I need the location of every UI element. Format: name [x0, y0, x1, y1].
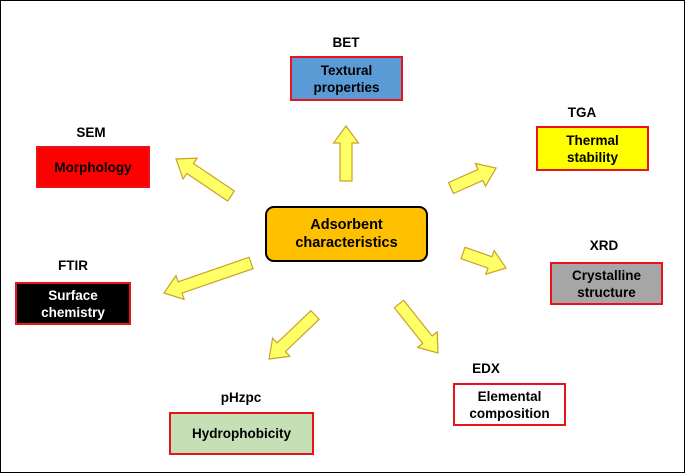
technique-label-bet: BET	[332, 35, 360, 50]
technique-label-tga: TGA	[567, 105, 597, 120]
property-phzpc-line1: Hydrophobicity	[191, 426, 291, 441]
property-box-phzpc: Hydrophobicity	[169, 412, 314, 455]
property-box-sem: Morphology	[36, 146, 150, 188]
property-bet-line2: properties	[313, 79, 380, 95]
property-edx-line2: composition	[469, 405, 550, 421]
property-sem-line1: Morphology	[54, 159, 132, 175]
property-ftir-line1: Surface	[48, 287, 98, 303]
center-node: Adsorbent characteristics	[265, 206, 428, 262]
technique-label-phzpc: pHzpc	[220, 390, 262, 405]
arrow-to-ftir	[163, 256, 254, 301]
property-xrd-line1: Crystalline	[571, 267, 642, 283]
arrow-to-phzpc	[268, 309, 320, 360]
arrow-to-tga	[447, 162, 497, 195]
arrow-to-bet	[332, 124, 360, 182]
property-bet-line1: Textural	[320, 62, 373, 78]
arrow-to-sem	[175, 157, 236, 202]
arrow-to-edx	[393, 299, 439, 354]
technique-label-xrd: XRD	[589, 238, 619, 253]
property-ftir-line2: chemistry	[41, 304, 105, 320]
property-edx-line1: Elemental	[477, 388, 542, 404]
property-tga-line1: Thermal	[566, 132, 619, 148]
property-xrd-line2: structure	[577, 284, 636, 300]
arrow-to-xrd	[460, 246, 507, 276]
center-label-line2: characteristics	[295, 235, 398, 251]
technique-label-edx: EDX	[472, 361, 500, 376]
technique-label-sem: SEM	[76, 125, 106, 140]
technique-label-ftir: FTIR	[58, 258, 88, 273]
property-tga-line2: stability	[566, 149, 618, 165]
center-label-line1: Adsorbent	[310, 217, 383, 233]
